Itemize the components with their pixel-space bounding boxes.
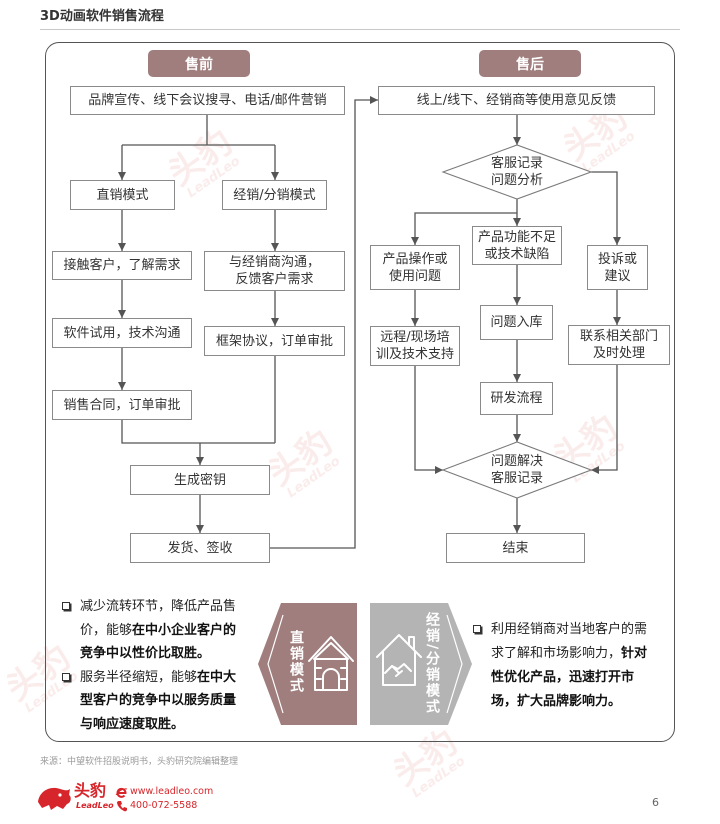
- connector-leadgen-split: [122, 115, 275, 146]
- flowchart-frame: [45, 42, 675, 742]
- direct-mode-label: 直销模式: [288, 630, 304, 694]
- phone-number: 400-072-5588: [130, 800, 198, 811]
- house-handshake-icon: [376, 634, 422, 686]
- function-issue-box: 产品功能不足 或技术缺陷: [472, 226, 562, 265]
- connector-training-to-resolution: [414, 366, 443, 474]
- issue-logged-box: 问题入库: [480, 305, 553, 340]
- direct-step-contact-box: 接触客户，了解需求: [52, 251, 192, 280]
- title-divider: [40, 29, 680, 30]
- distribution-mode-banner-inner-line: [446, 614, 463, 714]
- list-item: 利用经销商对当地客户的需求了解和市场影响力，针对性优化产品，迅速打开市场，扩大品…: [473, 618, 651, 714]
- direct-step-contract-box: 销售合同，订单审批: [52, 390, 192, 420]
- bullet-text: 服务半径缩短，能够: [80, 669, 198, 685]
- leopard-logo-icon: [38, 787, 71, 810]
- connector-to-operation-issue: [411, 212, 517, 245]
- direct-mode-banner-inner-line: [267, 614, 284, 714]
- website-link[interactable]: www.leadleo.com: [130, 786, 214, 797]
- direct-mode-box: 直销模式: [70, 180, 175, 210]
- web-icon: [115, 787, 128, 798]
- house-icon: [308, 636, 354, 691]
- distribution-step-agreement-box: 框架协议，订单审批: [204, 326, 345, 356]
- distribution-advantages-list: 利用经销商对当地客户的需求了解和市场影响力，针对性优化产品，迅速打开市场，扩大品…: [473, 618, 651, 714]
- bullet-emphasis: 针对性优化产品，迅速打开市场，扩大品牌影响力。: [491, 646, 648, 709]
- bullet-text: 减少流转环节，降低产品售价，能够: [80, 599, 237, 638]
- aftersale-header: 售后: [479, 50, 581, 77]
- square-bullet-icon: [62, 602, 70, 610]
- connector-presale-to-aftersale: [270, 96, 378, 549]
- list-item: 服务半径缩短，能够在中大型客户的竞争中以服务质量与响应速度取胜。: [62, 666, 240, 737]
- contact-dept-box: 联系相关部门 及时处理: [568, 325, 670, 365]
- feedback-box: 线上/线下、经销商等使用意见反馈: [378, 86, 655, 115]
- distribution-mode-banner: [370, 603, 472, 725]
- complaint-box: 投诉或 建议: [587, 245, 648, 290]
- bullet-text: 利用经销商对当地客户的需求了解和市场影响力，: [491, 622, 648, 661]
- delivery-box: 发货、签收: [130, 533, 270, 563]
- connector-dept-to-resolution: [591, 365, 618, 474]
- phone-icon: [117, 801, 127, 812]
- distribution-mode-box: 经销/分销模式: [222, 180, 327, 210]
- direct-advantages-list: 减少流转环节，降低产品售价，能够在中小企业客户的竞争中以性价比取胜。 服务半径缩…: [62, 595, 240, 737]
- brand-name-en: LeadLeo: [76, 801, 114, 810]
- rd-process-box: 研发流程: [480, 382, 553, 415]
- bullet-emphasis: 在中小企业客户的竞争中以性价比取胜。: [80, 622, 237, 662]
- analysis-decision-diamond: [441, 144, 593, 200]
- operation-issue-box: 产品操作或 使用问题: [370, 245, 460, 290]
- connector-to-complaint: [591, 171, 621, 245]
- generate-key-box: 生成密钥: [130, 465, 270, 495]
- page-number: 6: [652, 796, 659, 809]
- bullet-emphasis: 在中大型客户的竞争中以服务质量与响应速度取胜。: [80, 669, 237, 732]
- resolution-decision-label: 问题解决 客服记录: [490, 454, 543, 486]
- lead-generation-box: 品牌宣传、线下会议搜寻、电话/邮件营销: [70, 86, 345, 115]
- page-title: 3D动画软件销售流程: [40, 9, 164, 24]
- connector-merge-left: [121, 420, 275, 444]
- distribution-mode-label: 经销/分销模式: [424, 612, 440, 716]
- analysis-decision-label: 客服记录 问题分析: [490, 156, 543, 188]
- brand-name: 头豹: [74, 781, 107, 800]
- list-item: 减少流转环节，降低产品售价，能够在中小企业客户的竞争中以性价比取胜。: [62, 595, 240, 666]
- direct-mode-banner: [258, 603, 357, 725]
- end-box: 结束: [446, 533, 585, 563]
- square-bullet-icon: [62, 672, 70, 681]
- square-bullet-icon: [473, 625, 481, 633]
- resolution-decision-diamond: [441, 441, 593, 499]
- source-note: 来源：中望软件招股说明书，头豹研究院编辑整理: [40, 757, 239, 767]
- presale-header: 售前: [148, 50, 250, 77]
- distribution-step-communicate-box: 与经销商沟通， 反馈客户需求: [204, 251, 345, 291]
- training-support-box: 远程/现场培 训及技术支持: [370, 326, 460, 366]
- direct-step-trial-box: 软件试用，技术沟通: [52, 318, 192, 348]
